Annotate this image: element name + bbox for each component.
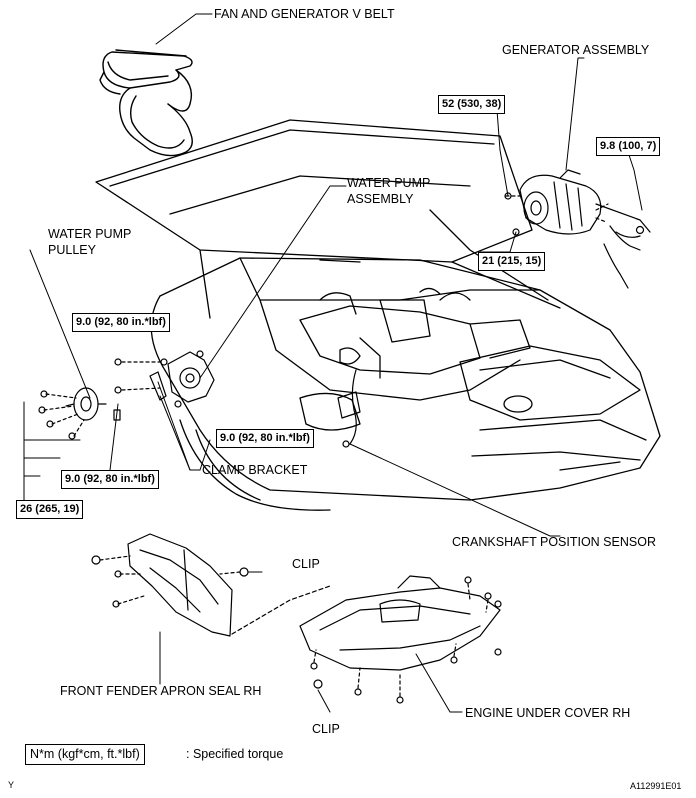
clip-label-bottom: CLIP [312,722,340,736]
water-pump-drawing [38,350,215,440]
fan-belt-label: FAN AND GENERATOR V BELT [214,7,395,21]
clamp-bracket-label: CLAMP BRACKET [202,463,308,477]
water-pump-pulley-label-line2: PULLEY [48,243,96,257]
torque-generator-bolt-upper: 52 (530, 38) [438,95,506,114]
crankshaft-position-sensor-label: CRANKSHAFT POSITION SENSOR [452,535,656,549]
clip-label-top: CLIP [292,557,320,571]
water-pump-assembly-label-line1: WATER PUMP [347,176,431,190]
generator-drawing [504,169,651,289]
water-pump-assembly-label-line2: ASSEMBLY [347,192,414,206]
torque-generator-bolt-lower: 21 (215, 15) [478,252,546,271]
apron-seal-drawing [91,533,331,637]
front-fender-apron-seal-label: FRONT FENDER APRON SEAL RH [60,684,262,698]
torque-pump-upper: 9.0 (92, 80 in.*lbf) [72,313,170,332]
torque-pump-right: 9.0 (92, 80 in.*lbf) [216,429,314,448]
under-cover-drawing [299,575,502,704]
torque-legend-text: : Specified torque [186,747,284,761]
torque-pump-lower: 9.0 (92, 80 in.*lbf) [61,470,159,489]
torque-pulley: 26 (265, 19) [16,500,84,519]
figure-id: A112991E01 [630,781,682,791]
v-belt-drawing [99,49,193,157]
corner-mark: Y [8,780,15,790]
torque-generator-terminal: 9.8 (100, 7) [596,137,661,156]
generator-assembly-label: GENERATOR ASSEMBLY [502,43,650,57]
leader-lines [23,13,643,713]
crankshaft-sensor-drawing [337,369,361,448]
engine-under-cover-label: ENGINE UNDER COVER RH [465,706,631,720]
torque-unit-legend-box: N*m (kgf*cm, ft.*lbf) [25,744,145,765]
water-pump-pulley-label-line1: WATER PUMP [48,227,132,241]
